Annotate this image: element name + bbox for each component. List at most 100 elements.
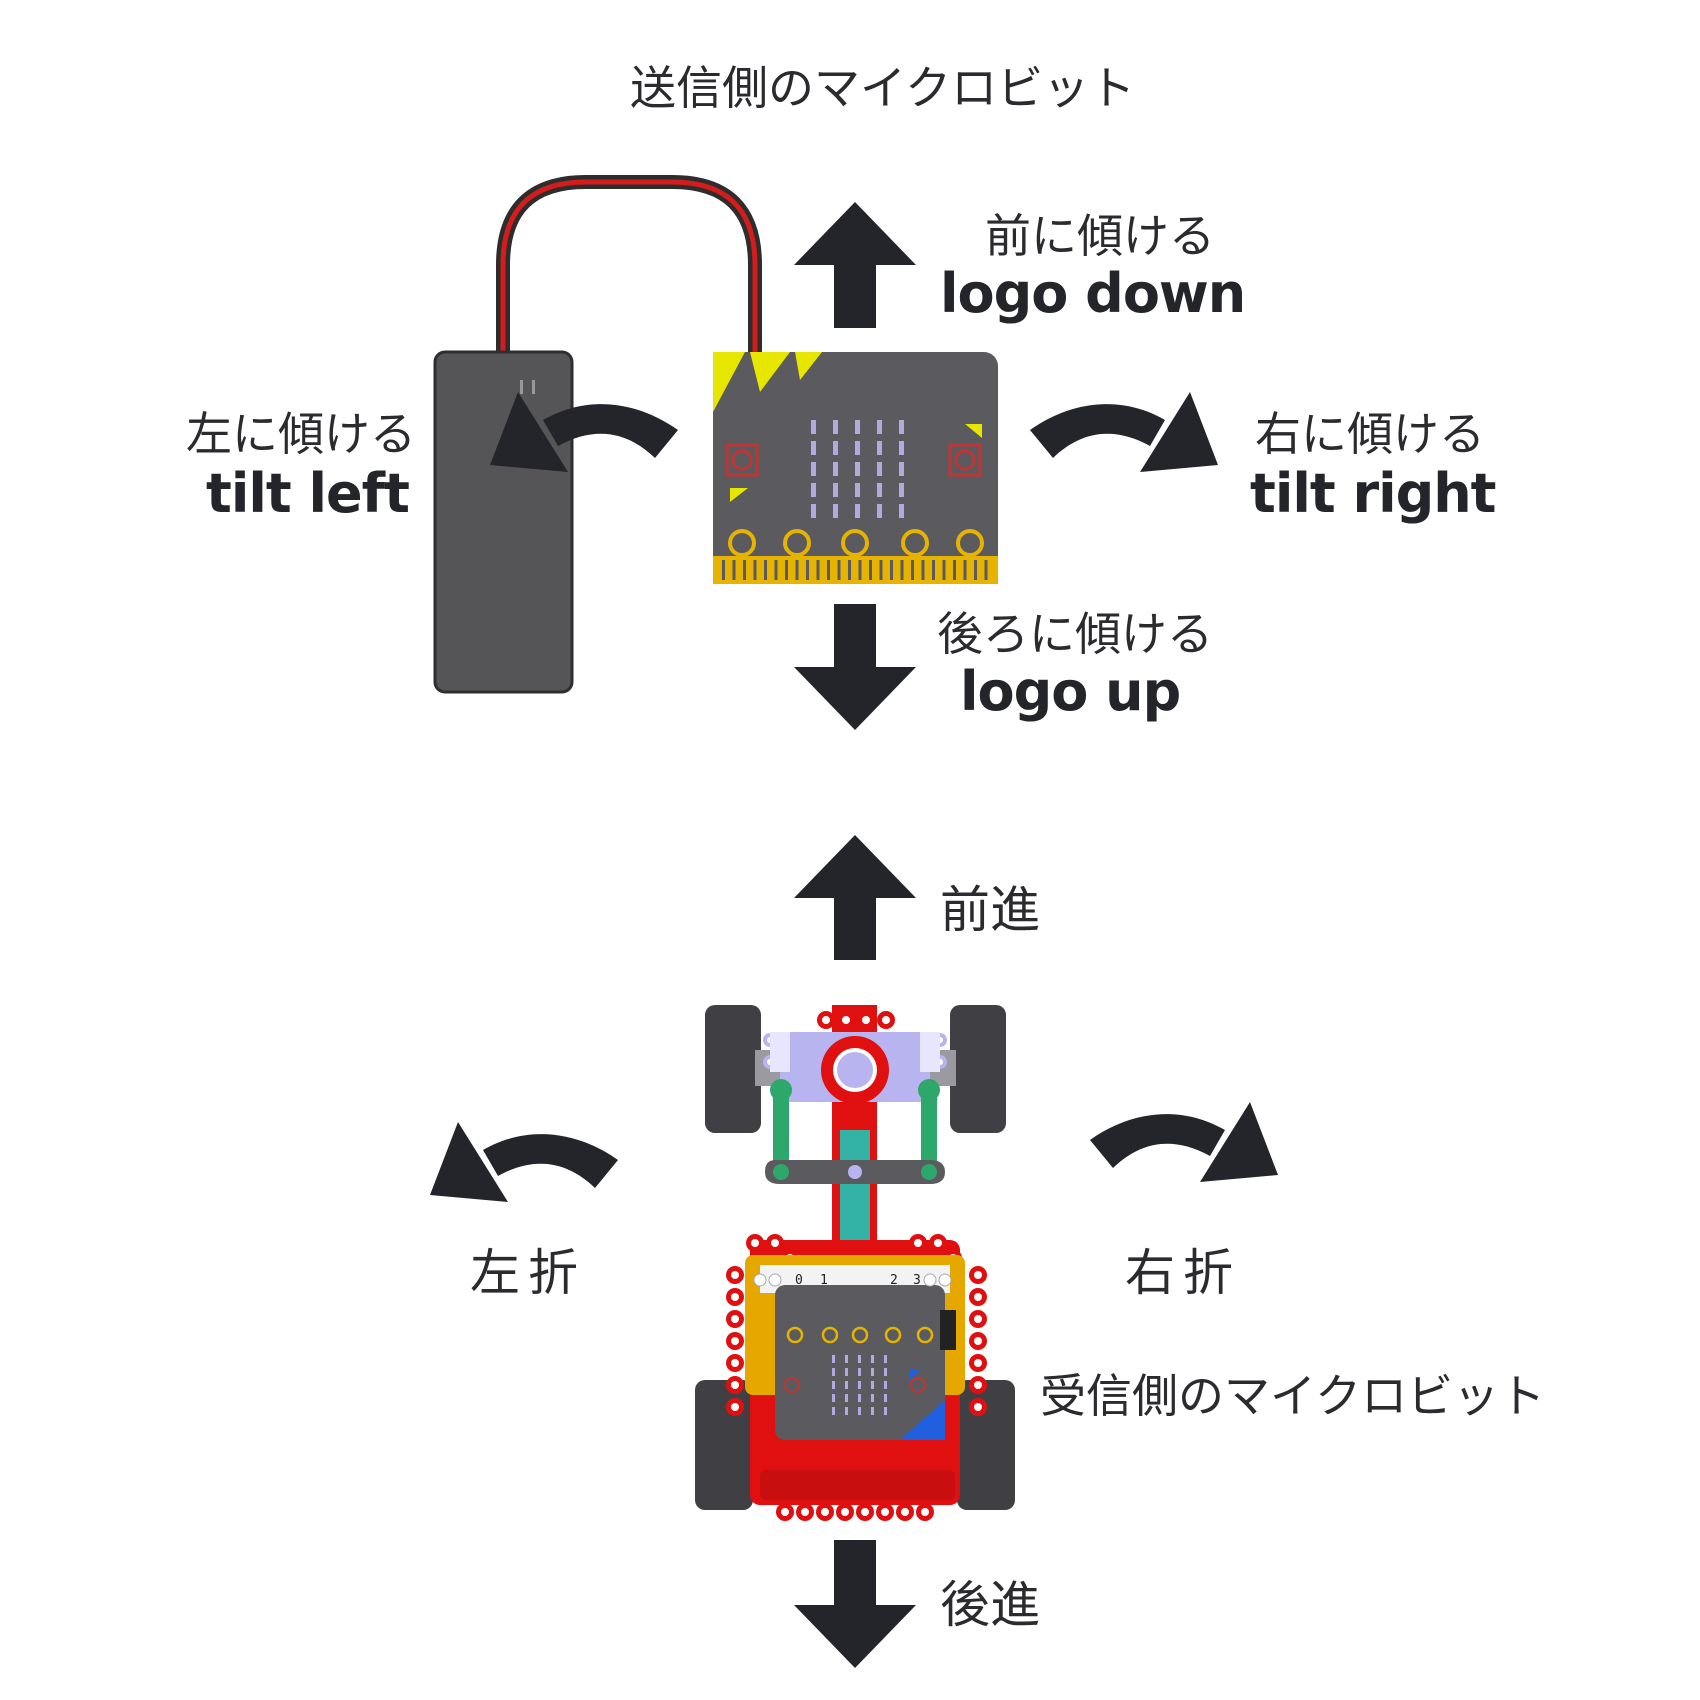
edge-pin <box>774 560 778 580</box>
edge-pin <box>900 560 904 580</box>
edge-pin <box>816 560 820 580</box>
led <box>811 483 816 497</box>
pin-label: 3 <box>913 1273 921 1288</box>
edge-pin-ring <box>884 1326 902 1344</box>
led <box>855 504 860 518</box>
led <box>871 1394 874 1402</box>
hole <box>974 1403 982 1411</box>
hole <box>974 1271 982 1279</box>
hole <box>881 1508 889 1516</box>
led <box>884 1355 887 1363</box>
edge-pin <box>753 560 757 580</box>
led <box>877 441 882 455</box>
hole <box>914 1239 922 1247</box>
edge-pin <box>806 560 809 580</box>
led <box>832 1381 835 1389</box>
screw <box>923 1273 937 1287</box>
up-arrow-icon <box>794 835 916 960</box>
edge-pin <box>732 560 736 580</box>
hole <box>974 1315 982 1323</box>
led <box>855 420 860 434</box>
hole <box>731 1315 739 1323</box>
hole <box>862 1016 870 1024</box>
edge-pin <box>879 560 883 580</box>
led <box>855 483 860 497</box>
left-tilt-gesture: tilt left <box>206 462 410 525</box>
led <box>877 504 882 518</box>
led <box>855 462 860 476</box>
led <box>858 1394 861 1402</box>
led <box>845 1394 848 1402</box>
led <box>858 1381 861 1389</box>
led <box>858 1355 861 1363</box>
edge-pin <box>858 560 862 580</box>
led <box>899 504 904 518</box>
chassis-holes <box>726 1234 987 1521</box>
led <box>845 1355 848 1363</box>
curved-right-arrow-icon <box>1090 1102 1278 1182</box>
edge-pin <box>785 560 788 580</box>
led <box>884 1368 887 1376</box>
led <box>845 1368 848 1376</box>
hole <box>841 1508 849 1516</box>
hole <box>974 1293 982 1301</box>
led <box>858 1368 861 1376</box>
led <box>899 420 904 434</box>
sender-microbit-board <box>713 352 998 584</box>
sender-title: 送信側のマイクロビット <box>630 61 1136 115</box>
screw <box>938 1273 952 1287</box>
led <box>884 1381 887 1389</box>
hole <box>822 1016 830 1024</box>
receiver-edge-pins <box>753 1273 952 1344</box>
led <box>871 1407 874 1415</box>
edge-pin <box>764 560 767 580</box>
edge-pin <box>827 560 830 580</box>
led <box>833 420 838 434</box>
back-tilt-label: 後ろに傾ける <box>937 607 1213 661</box>
edge-pin-ring <box>783 529 811 557</box>
edge-pin-ring <box>841 529 869 557</box>
forward-tilt-gesture: logo down <box>940 262 1246 325</box>
hole <box>731 1337 739 1345</box>
turn-right-label: 右折 <box>1125 1244 1241 1302</box>
screw <box>753 1273 767 1287</box>
right-tilt-gesture: tilt right <box>1250 462 1496 525</box>
edge-pin-ring <box>786 1326 804 1344</box>
backward-label: 後進 <box>940 1576 1040 1634</box>
sender-led-matrix <box>811 420 904 518</box>
hole <box>842 1016 850 1024</box>
edge-pin-ring <box>851 1326 869 1344</box>
battery-pack <box>433 350 574 694</box>
led <box>899 462 904 476</box>
left-tilt-label: 左に傾ける <box>186 407 416 461</box>
curved-left-arrow-icon <box>430 1122 618 1202</box>
edge-pin-ring <box>821 1326 839 1344</box>
edge-pin-ring <box>916 1326 934 1344</box>
hole <box>974 1381 982 1389</box>
sender-edge-pins <box>722 529 988 580</box>
forward-tilt-label: 前に傾ける <box>985 209 1215 263</box>
edge-pin <box>932 560 935 580</box>
receiver-title: 受信側のマイクロビット <box>1040 1369 1546 1423</box>
button-b <box>948 443 982 477</box>
edge-pin <box>869 560 872 580</box>
led <box>871 1368 874 1376</box>
edge-pin <box>953 560 956 580</box>
led <box>811 504 816 518</box>
led <box>858 1407 861 1415</box>
edge-pin <box>722 560 725 580</box>
screw <box>768 1273 782 1287</box>
led <box>832 1355 835 1363</box>
hole <box>901 1508 909 1516</box>
led <box>899 483 904 497</box>
hole <box>731 1403 739 1411</box>
button-a <box>725 443 759 477</box>
edge-pin <box>942 560 946 580</box>
right-tilt-label: 右に傾ける <box>1255 407 1485 461</box>
hole <box>821 1508 829 1516</box>
led <box>899 441 904 455</box>
led <box>877 483 882 497</box>
